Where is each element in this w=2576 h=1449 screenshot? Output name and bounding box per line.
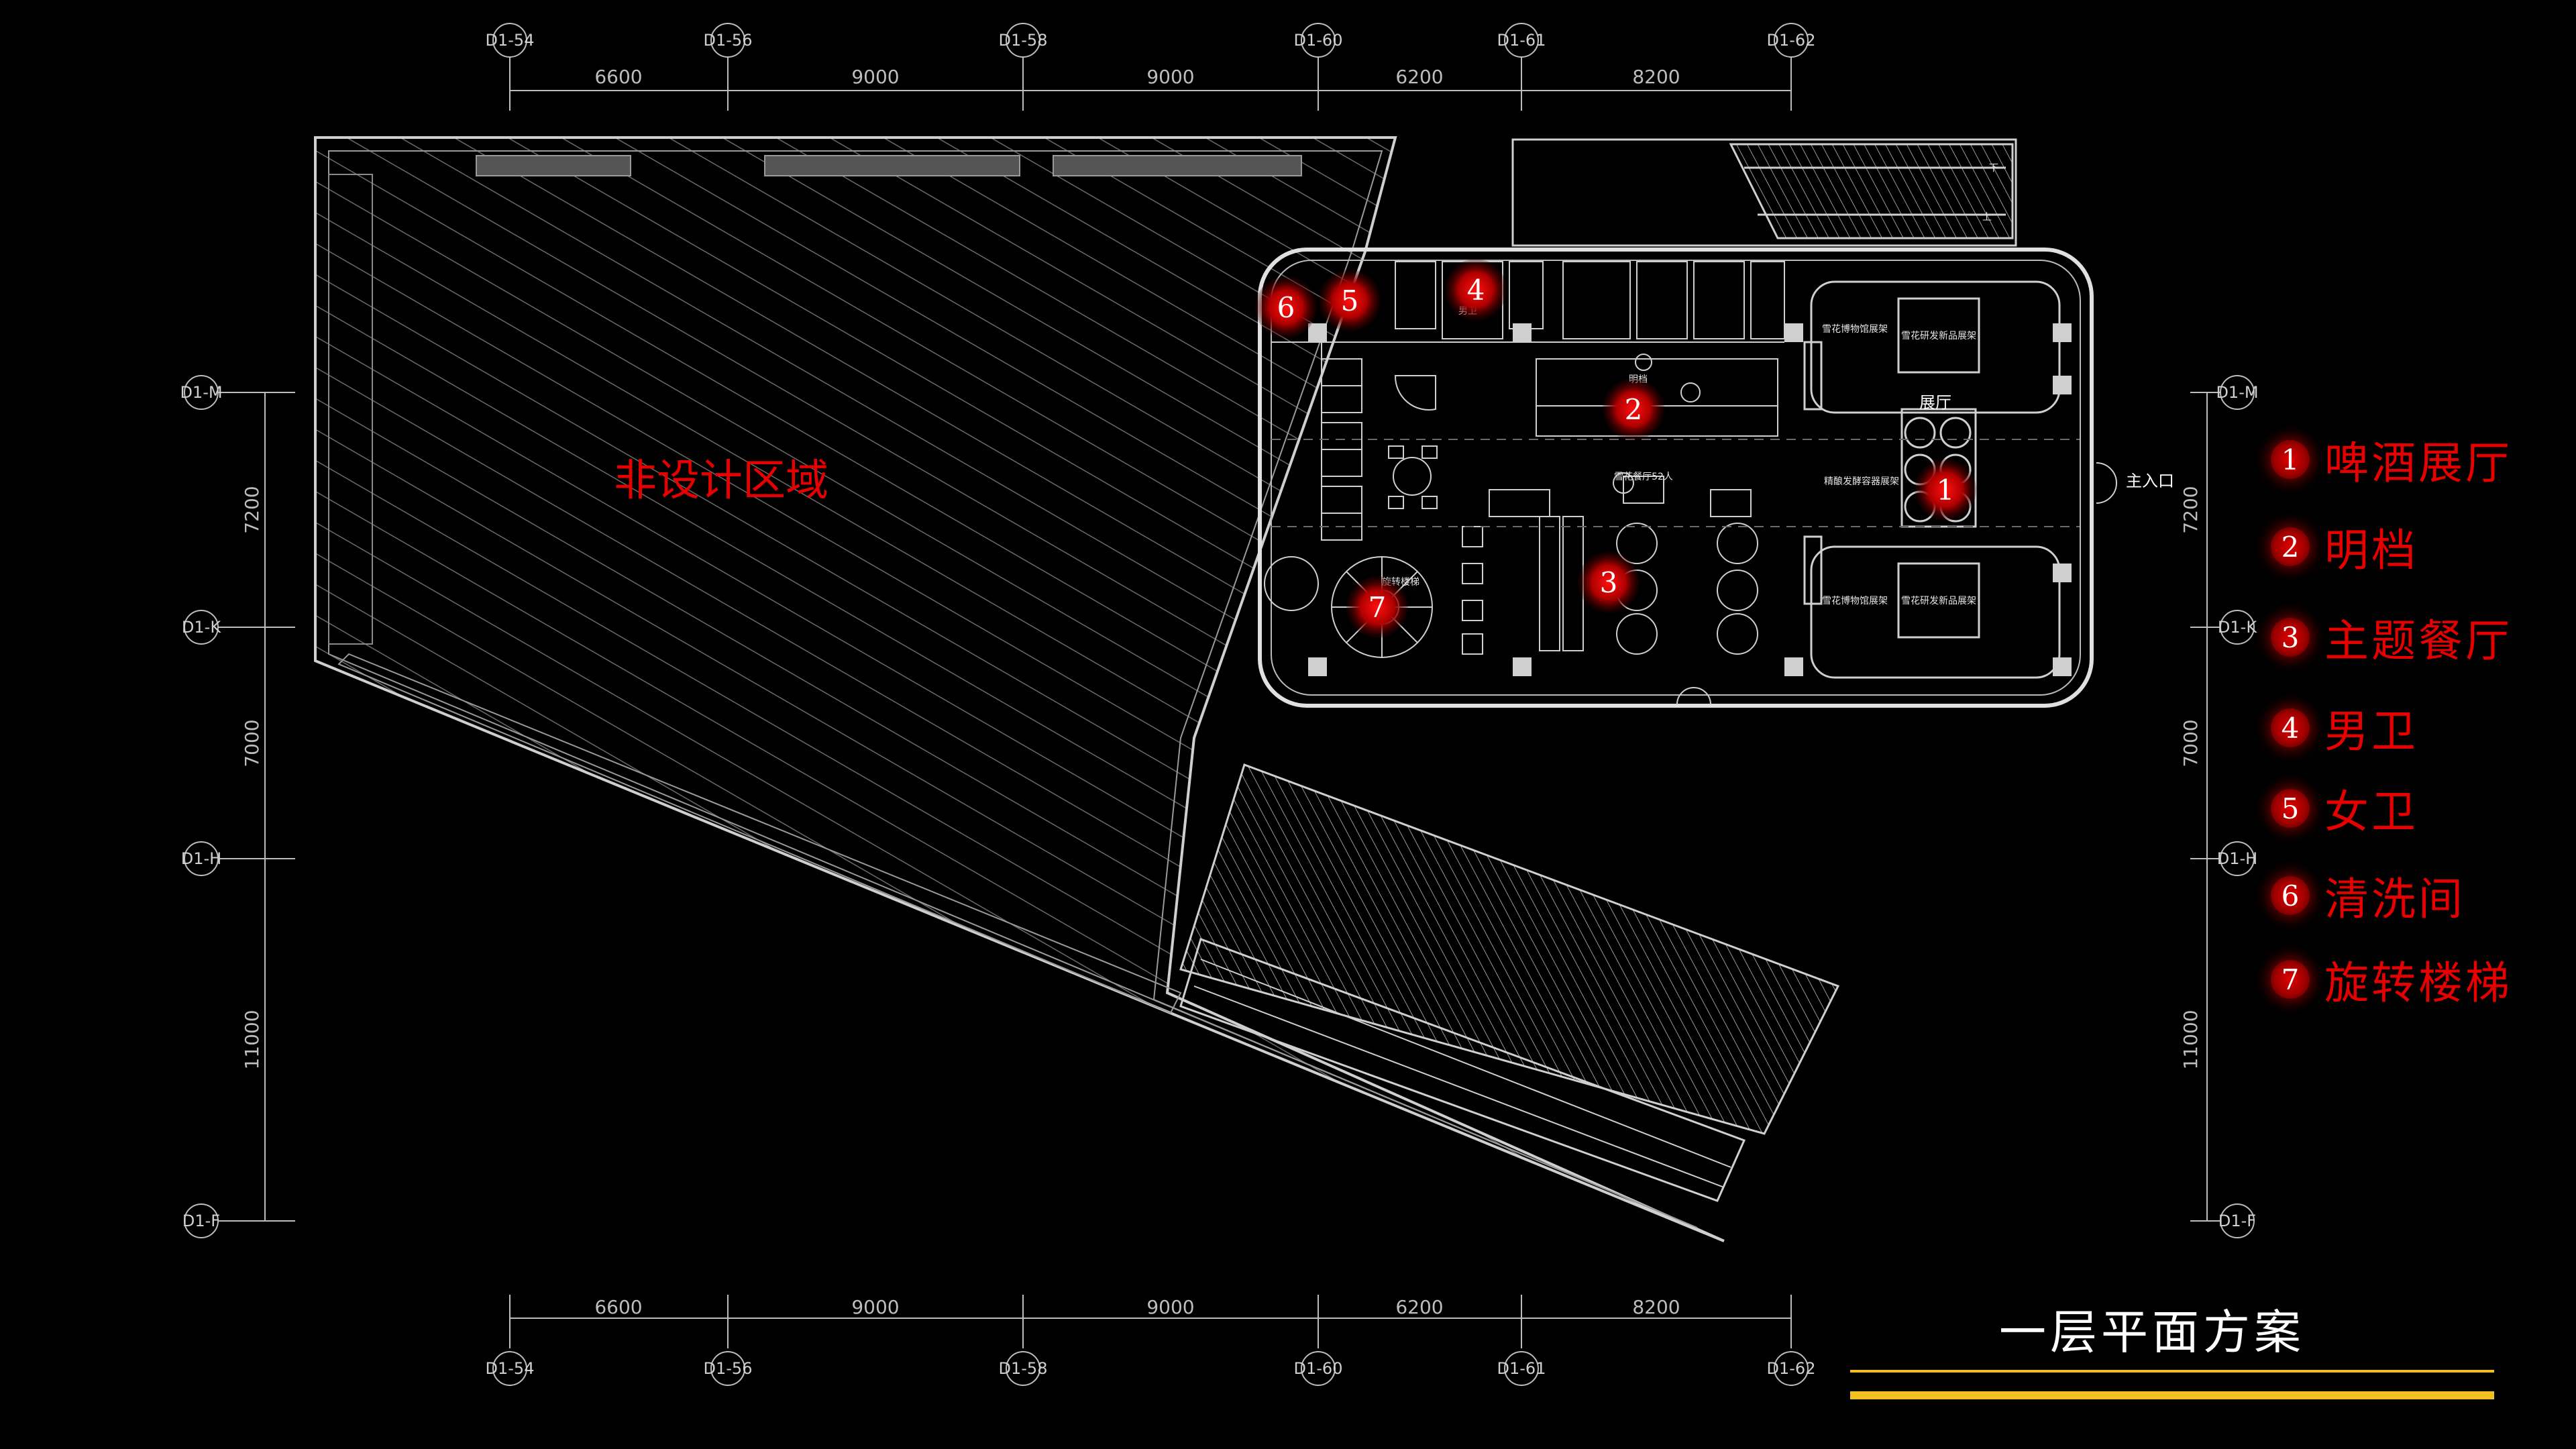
legend-label: 清洗间 bbox=[2324, 873, 2465, 925]
legend-number: 7 bbox=[2271, 960, 2310, 999]
non-design-area-label: 非设计区域 bbox=[614, 456, 828, 506]
grid-label: D1-62 bbox=[1767, 31, 1816, 50]
dimension: 8200 bbox=[1632, 66, 1680, 88]
legend-number: 3 bbox=[2271, 618, 2310, 657]
marker-7: 7 bbox=[1346, 576, 1408, 638]
right-grid-labels: D1-M D1-K D1-H D1-F 7200 7000 11000 bbox=[2180, 383, 2259, 1230]
brewing-label: 精酿发酵容器展架 bbox=[1824, 476, 1899, 487]
marker-number: 3 bbox=[1600, 566, 1618, 599]
grid-label: D1-60 bbox=[1294, 1359, 1343, 1378]
dimension: 9000 bbox=[851, 66, 899, 88]
marker-number: 6 bbox=[1277, 291, 1295, 324]
legend-label: 明档 bbox=[2324, 525, 2418, 576]
marker-1: 1 bbox=[1915, 459, 1976, 521]
top-grid-labels: D1-54 D1-56 D1-58 D1-60 D1-61 D1-62 6600… bbox=[486, 31, 1816, 88]
legend-label: 男卫 bbox=[2324, 706, 2418, 757]
marker-number: 5 bbox=[1341, 284, 1359, 317]
title-underline-bold bbox=[1850, 1391, 2494, 1399]
legend-item: 6 清洗间 bbox=[2271, 865, 2465, 926]
legend-item: 4 男卫 bbox=[2271, 698, 2418, 758]
grid-label: D1-58 bbox=[999, 1359, 1048, 1378]
legend-label: 女卫 bbox=[2324, 786, 2418, 838]
legend-number: 4 bbox=[2271, 708, 2310, 747]
main-entrance-label: 主入口 bbox=[2126, 472, 2174, 490]
marker-number: 4 bbox=[1467, 274, 1485, 307]
bottom-grid-labels: D1-54 D1-56 D1-58 D1-60 D1-61 D1-62 6600… bbox=[486, 1296, 1816, 1378]
grid-label: D1-58 bbox=[999, 31, 1048, 50]
left-grid-labels: D1-M D1-K D1-H D1-F 7200 7000 11000 bbox=[180, 383, 263, 1230]
title-underline bbox=[1850, 1370, 2494, 1373]
legend-item: 2 明档 bbox=[2271, 517, 2418, 577]
marker-6: 6 bbox=[1255, 276, 1317, 338]
grid-label: D1-54 bbox=[486, 1359, 535, 1378]
dimension: 11000 bbox=[2180, 1010, 2202, 1069]
grid-label: D1-60 bbox=[1294, 31, 1343, 50]
grid-label: D1-M bbox=[2216, 383, 2258, 402]
marker-4: 4 bbox=[1445, 259, 1507, 321]
restaurant-label: 雪花餐厅52人 bbox=[1614, 472, 1673, 482]
bottom-grid-axis bbox=[492, 1295, 1809, 1386]
marker-2: 2 bbox=[1603, 378, 1664, 440]
grid-label: D1-56 bbox=[704, 1359, 753, 1378]
legend-number: 6 bbox=[2271, 876, 2310, 915]
dimension: 7000 bbox=[2180, 719, 2202, 767]
legend-item: 7 旋转楼梯 bbox=[2271, 949, 2512, 1010]
marker-5: 5 bbox=[1319, 270, 1381, 331]
escalator-area bbox=[337, 653, 1840, 1202]
left-grid-axis bbox=[184, 375, 295, 1238]
grid-label: D1-H bbox=[181, 849, 221, 868]
dimension: 7200 bbox=[2180, 486, 2202, 533]
grid-label: D1-54 bbox=[486, 31, 535, 50]
legend-label: 主题餐厅 bbox=[2324, 615, 2512, 667]
stair-up-label: 上 bbox=[1982, 212, 1992, 223]
plan-title: 一层平面方案 bbox=[1999, 1305, 2305, 1360]
legend-label: 旋转楼梯 bbox=[2324, 957, 2512, 1009]
dimension: 6600 bbox=[594, 1296, 642, 1318]
dimension: 9000 bbox=[1146, 66, 1194, 88]
dimension: 11000 bbox=[241, 1010, 263, 1069]
shelf-label: 雪花研发新品展架 bbox=[1901, 331, 1976, 341]
dimension: 6200 bbox=[1395, 66, 1443, 88]
grid-label: D1-K bbox=[182, 618, 221, 637]
shelf-label: 雪花博物馆展架 bbox=[1822, 323, 1888, 335]
marker-3: 3 bbox=[1578, 551, 1640, 613]
legend-item: 3 主题餐厅 bbox=[2271, 607, 2512, 667]
shelf-label: 雪花博物馆展架 bbox=[1822, 595, 1888, 606]
grid-label: D1-56 bbox=[704, 31, 753, 50]
dimension: 8200 bbox=[1632, 1296, 1680, 1318]
grid-label: D1-K bbox=[2218, 618, 2257, 637]
marker-number: 2 bbox=[1625, 393, 1643, 426]
dimension: 6200 bbox=[1395, 1296, 1443, 1318]
grid-label: D1-M bbox=[180, 383, 222, 402]
grid-label: D1-61 bbox=[1497, 1359, 1546, 1378]
dimension: 6600 bbox=[594, 66, 642, 88]
marker-number: 1 bbox=[1937, 474, 1955, 506]
legend-item: 5 女卫 bbox=[2271, 778, 2418, 839]
dimension: 9000 bbox=[1146, 1296, 1194, 1318]
legend-number: 1 bbox=[2271, 440, 2310, 479]
dimension: 7200 bbox=[241, 486, 263, 533]
upper-stair bbox=[1511, 138, 2017, 247]
grid-label: D1-H bbox=[2217, 849, 2257, 868]
legend-label: 啤酒展厅 bbox=[2324, 437, 2512, 489]
grid-label: D1-62 bbox=[1767, 1359, 1816, 1378]
grid-label: D1-F bbox=[182, 1212, 220, 1230]
legend-number: 5 bbox=[2271, 789, 2310, 828]
dimension: 7000 bbox=[241, 719, 263, 767]
legend-item: 1 啤酒展厅 bbox=[2271, 429, 2512, 490]
legend-number: 2 bbox=[2271, 527, 2310, 566]
grid-label: D1-61 bbox=[1497, 31, 1546, 50]
stair-down-label: 下 bbox=[1989, 163, 1998, 174]
grid-label: D1-F bbox=[2218, 1212, 2256, 1230]
dimension: 9000 bbox=[851, 1296, 899, 1318]
exhibition-hall-label: 展厅 bbox=[1919, 393, 1951, 412]
plan-markers: 1 2 3 4 5 6 7 bbox=[1255, 259, 1976, 638]
shelf-label: 雪花研发新品展架 bbox=[1901, 596, 1976, 606]
designed-building bbox=[1258, 248, 2117, 708]
marker-number: 7 bbox=[1368, 591, 1387, 624]
right-grid-axis bbox=[2190, 375, 2255, 1238]
non-design-area bbox=[314, 136, 1725, 1242]
top-grid-axis bbox=[492, 23, 1809, 111]
